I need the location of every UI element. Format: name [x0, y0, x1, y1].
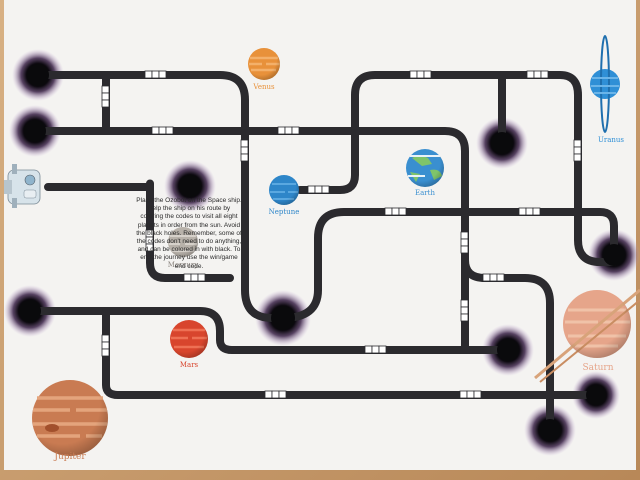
- code-slot[interactable]: [151, 126, 174, 135]
- black-hole-core: [19, 300, 41, 322]
- code-slot[interactable]: [518, 207, 541, 216]
- code-slot[interactable]: [183, 273, 206, 282]
- code-slot[interactable]: [364, 345, 387, 354]
- code-slot[interactable]: [460, 231, 469, 254]
- code-slot[interactable]: [101, 334, 110, 357]
- code-slot[interactable]: [526, 70, 549, 79]
- black-hole-core: [27, 64, 49, 86]
- planet-label-mars: Mars: [180, 361, 199, 369]
- planet-saturn: [534, 288, 640, 383]
- black-hole-core: [586, 385, 606, 405]
- black-hole-cores: [19, 64, 625, 441]
- code-slot[interactable]: [144, 70, 167, 79]
- code-slots: [101, 70, 582, 399]
- code-slot[interactable]: [101, 85, 110, 108]
- spaceship-icon[interactable]: [4, 164, 41, 208]
- planet-label-earth: Earth: [415, 189, 435, 197]
- planet-label-uranus: Uranus: [598, 136, 624, 144]
- track-network: [26, 71, 618, 434]
- planet-label-neptune: Neptune: [269, 208, 300, 216]
- code-slot[interactable]: [277, 126, 300, 135]
- track-path: [31, 127, 554, 434]
- black-hole-core: [179, 175, 201, 197]
- planet-mars: [170, 320, 208, 358]
- track-path: [279, 208, 618, 322]
- code-slot[interactable]: [240, 139, 249, 162]
- planet-label-mercury: Mercury: [168, 261, 198, 269]
- black-hole-core: [603, 244, 625, 266]
- planet-uranus: [590, 35, 620, 133]
- code-slot[interactable]: [459, 390, 482, 399]
- black-hole-core: [497, 339, 519, 361]
- track-path: [296, 71, 618, 266]
- black-hole-core: [539, 419, 561, 441]
- black-hole-core: [271, 306, 295, 330]
- code-slot[interactable]: [307, 185, 330, 194]
- planet-label-saturn: Saturn: [582, 363, 613, 373]
- planet-earth: [406, 149, 444, 187]
- track-path: [102, 307, 600, 399]
- instructions-text: Place the Ozobot on the Space ship. Help…: [136, 197, 242, 270]
- track-path: [44, 179, 234, 282]
- black-hole-core: [24, 120, 46, 142]
- code-slot[interactable]: [409, 70, 432, 79]
- planet-mercury: [168, 227, 198, 257]
- code-slot[interactable]: [264, 390, 287, 399]
- planet-label-venus: Venus: [252, 83, 275, 91]
- code-slot[interactable]: [573, 139, 582, 162]
- track-path: [26, 307, 512, 354]
- track-path: [34, 71, 287, 322]
- code-slot[interactable]: [460, 299, 469, 322]
- code-slot[interactable]: [482, 273, 505, 282]
- planet-neptune: [269, 175, 299, 205]
- planet-venus: [248, 48, 280, 80]
- planet-jupiter: [32, 380, 108, 456]
- code-slot[interactable]: [384, 207, 407, 216]
- black-hole-core: [491, 132, 513, 154]
- planet-label-jupiter: Jupiter: [53, 452, 86, 462]
- code-slot[interactable]: [145, 229, 154, 252]
